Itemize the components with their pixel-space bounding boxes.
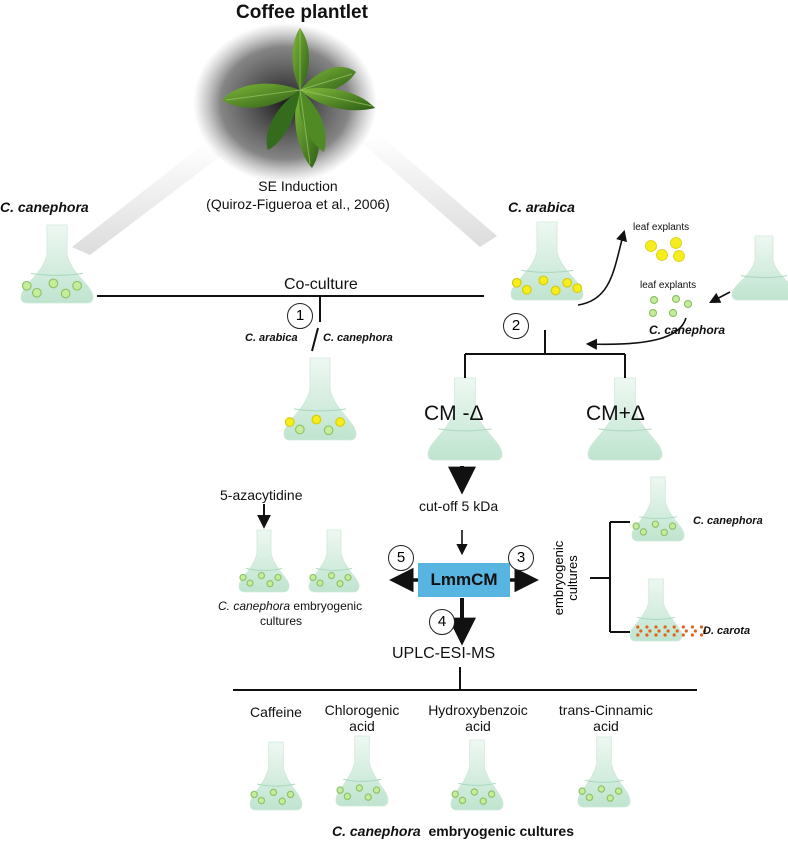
compound-hydroxybenzoic-line1: Hydroxybenzoic [428, 702, 528, 718]
lmmcm-box: LmmCM [418, 563, 510, 597]
step5-caption-rest: embryogenic [293, 599, 363, 613]
page-title: Coffee plantlet [236, 2, 368, 23]
step5-caption-line1: C. canephora embryogenic [218, 599, 362, 613]
cm-minus-label: CM -Δ [424, 402, 484, 425]
cutoff-label: cut-off 5 kDa [419, 498, 499, 514]
coculture-left-species: C. arabica [245, 332, 298, 344]
arrow-from-canephora-flask [709, 291, 731, 304]
flask-canephora-left [20, 224, 94, 304]
species-canephora-right: C. canephora [693, 515, 763, 527]
left-light-cone [72, 143, 222, 255]
species-canephora-left: C. canephora [0, 199, 89, 215]
compound-hydroxybenzoic-line2: acid [465, 718, 491, 734]
flask-cm-minus [427, 377, 503, 461]
species-arabica: C. arabica [508, 199, 575, 215]
compound-chlorogenic-line2: acid [349, 718, 375, 734]
compound-cinnamic-line1: trans-Cinnamic [558, 702, 654, 718]
azacytidine-label: 5-azacytidine [220, 487, 303, 503]
leaf-explants-green [648, 294, 693, 318]
species-canephora-explants: C. canephora [649, 323, 726, 337]
step-1-badge: 1 [287, 303, 313, 329]
footer-species: C. canephora [332, 823, 421, 839]
footer-caption: C. canephora embryogenic cultures [332, 823, 574, 839]
coculture-slash [311, 327, 319, 352]
leaf-explants-top-label: leaf explants [633, 222, 690, 233]
right-light-cone [362, 135, 497, 247]
coculture-right-species: C. canephora [323, 332, 393, 344]
arrow-to-cm-bracket [585, 317, 687, 350]
embryogenic-cultures-vertical: embryogenic cultures [551, 540, 580, 616]
flask-cm-plus [587, 377, 663, 461]
compound-caffeine: Caffeine [250, 704, 302, 720]
footer-rest: embryogenic cultures [428, 823, 574, 839]
coffee-plantlet-image [193, 23, 377, 183]
flask-carota [629, 578, 707, 642]
coculture-label: Co-culture [284, 276, 358, 293]
flask-caffeine [249, 741, 303, 811]
flask-canephora-right [631, 476, 685, 542]
step5-caption-line2: cultures [260, 614, 303, 628]
step-2-badge: 2 [503, 313, 529, 339]
compound-cinnamic-line2: acid [593, 718, 619, 734]
step-5-badge: 5 [388, 545, 414, 571]
step-4-badge: 4 [429, 609, 455, 635]
compound-chlorogenic-line1: Chlorogenic [324, 702, 400, 718]
flask-embryogenic-left [308, 529, 360, 593]
flask-chlorogenic [335, 735, 389, 807]
uplc-label: UPLC-ESI-MS [392, 645, 496, 662]
step-3-badge: 3 [508, 545, 534, 571]
species-carota: D. carota [703, 625, 751, 637]
arrow-to-leaf-explants [577, 229, 627, 306]
flask-cinnamic [577, 736, 631, 808]
leaf-explants-yellow [645, 237, 685, 262]
step5-caption-species: C. canephora [218, 599, 291, 613]
induction-line1: SE Induction [258, 178, 338, 194]
flask-hydroxybenzoic [450, 739, 504, 811]
induction-line2: (Quiroz-Figueroa et al., 2006) [206, 196, 390, 212]
leaf-explants-bottom-label: leaf explants [640, 280, 697, 291]
flask-coculture [283, 357, 357, 441]
flask-canephora-explant-source [731, 235, 788, 301]
cm-plus-label: CM+Δ [586, 402, 645, 425]
flask-arabica [510, 221, 584, 301]
flask-azacytidine [238, 529, 290, 593]
